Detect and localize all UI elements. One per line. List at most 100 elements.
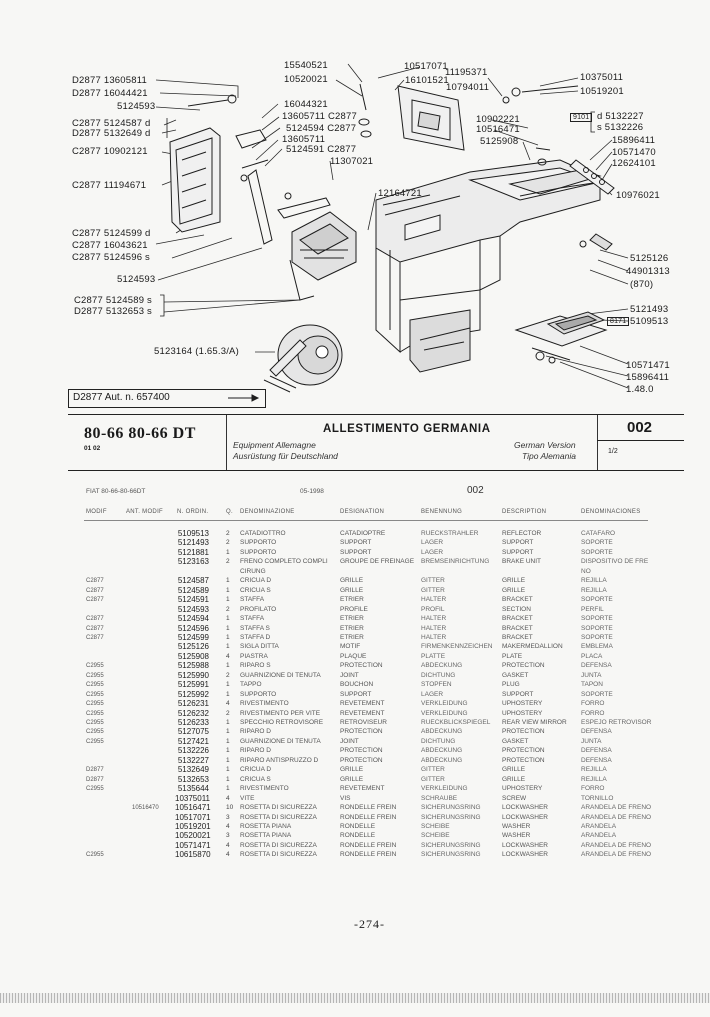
row-name-en: UPHOSTERY — [502, 785, 543, 793]
row-name-it: SPECCHIO RETROVISORE — [240, 719, 324, 726]
row-name-de: VERKLEIDUNG — [421, 709, 468, 717]
row-quantity: 1 — [226, 615, 230, 623]
row-name-de: ABDECKUNG — [421, 728, 463, 736]
row-name-fr: RONDELLE FREIN — [340, 804, 397, 812]
callout-label: 5124593 — [117, 274, 156, 285]
callout-label: d 5132227 — [597, 111, 644, 122]
row-name-es: SOPORTE — [581, 539, 613, 547]
row-name-it: CRICUA S — [240, 775, 271, 783]
row-name-en: BRACKET — [502, 596, 533, 604]
callout-label: 1.48.0 — [626, 384, 654, 395]
row-quantity: 2 — [226, 709, 230, 717]
row-quantity: 4 — [226, 841, 230, 849]
row-modif: C2877 — [86, 597, 104, 604]
row-name-en: PLUG — [502, 681, 520, 689]
row-name-en: LOCKWASHER — [502, 813, 548, 821]
row-name-es: SOPORTE — [581, 548, 613, 556]
row-name-fr: ETRIER — [340, 633, 364, 641]
row-quantity: 4 — [226, 822, 230, 830]
row-name-de: GITTER — [421, 775, 445, 783]
callout-label: 10902221 — [476, 114, 520, 125]
row-name-de: SICHERUNGSRING — [421, 804, 481, 812]
diagram-badge: 9101 — [570, 113, 593, 122]
row-part-number: 5124591 — [177, 595, 209, 605]
row-name-es: PLACA — [581, 652, 603, 660]
callout-label: C2877 5124599 d — [72, 228, 151, 239]
row-name-fr: GRILLE — [340, 766, 364, 774]
row-name-es: ARANDELA DE FRENO — [581, 851, 652, 859]
row-name-it: PROFILATO — [240, 605, 277, 613]
exploded-parts-diagram: D2877 13605811 D2877 16044421 5124593 C2… — [0, 0, 710, 410]
row-name-es: FORRO — [581, 709, 605, 717]
row-name-en: BRACKET — [502, 624, 533, 632]
row-name-en: GRILLE — [502, 775, 526, 783]
callout-label: 11307021 — [330, 156, 374, 167]
row-name-en: GASKET — [502, 737, 529, 745]
row-name-de: DICHTUNG — [421, 737, 456, 745]
row-quantity: 1 — [226, 756, 230, 764]
row-name-en: GRILLE — [502, 577, 526, 585]
row-name-it: SUPPORTO — [240, 548, 277, 556]
column-header: DENOMINAZIONE — [240, 509, 295, 515]
column-header: MODIF — [86, 509, 107, 515]
row-name-es: DEFENSA — [581, 728, 612, 736]
row-name-de: SICHERUNGSRING — [421, 841, 481, 849]
row-modif: C2955 — [86, 786, 104, 793]
row-name-en: GRILLE — [502, 766, 526, 774]
row-modif: C2877 — [86, 587, 104, 594]
row-part-number: 5126231 — [177, 699, 209, 709]
row-name-en: PROTECTION — [502, 756, 545, 764]
callout-label: 44901313 — [626, 266, 670, 277]
row-name-es: ARANDELA DE FRENO — [581, 804, 652, 812]
header-divider — [226, 415, 227, 470]
callout-label: 10375011 — [580, 72, 624, 83]
row-name-en: BRAKE UNIT — [502, 558, 542, 566]
row-name-es: JUNTA — [581, 671, 602, 679]
model-title: 80-66 80-66 DT — [84, 425, 196, 442]
row-name-fr: PROTECTION — [340, 728, 383, 736]
row-name-fr: JOINT — [340, 671, 359, 679]
row-name-es: SOPORTE — [581, 596, 613, 604]
row-name-es: JUNTA — [581, 737, 602, 745]
row-modif: D2877 — [86, 776, 104, 783]
callout-label: D2877 5132649 d — [72, 128, 151, 139]
callout-label: (870) — [630, 279, 654, 290]
row-part-number: 5125908 — [177, 651, 209, 661]
callout-label: 5124594 C2877 — [286, 123, 357, 134]
row-name-fr: PROTECTION — [340, 662, 383, 670]
row-name-es: REJILLA — [581, 766, 607, 774]
column-header: DESIGNATION — [340, 509, 385, 515]
row-quantity: 1 — [226, 737, 230, 745]
diagram-drawing — [155, 63, 629, 402]
authorization-label: D2877 Aut. n. 657400 — [73, 392, 170, 403]
row-name-en: SUPPORT — [502, 539, 534, 547]
callout-label: 5123164 (1.65.3/A) — [154, 346, 239, 357]
row-modif: C2955 — [86, 691, 104, 698]
row-modif: C2877 — [86, 578, 104, 585]
row-name-fr: JOINT — [340, 737, 359, 745]
row-name-de: SCHEIBE — [421, 832, 450, 840]
row-name-en: MAKERMEDALLION — [502, 643, 563, 651]
row-name-en: PROTECTION — [502, 662, 545, 670]
column-header: N. ORDIN. — [177, 509, 209, 515]
row-name-es: ARANDELA DE FRENO — [581, 813, 652, 821]
row-name-de: HALTER — [421, 633, 447, 641]
row-name-es: SOPORTE — [581, 633, 613, 641]
row-name-es: DISPOSITIVO DE FRE — [581, 558, 649, 566]
